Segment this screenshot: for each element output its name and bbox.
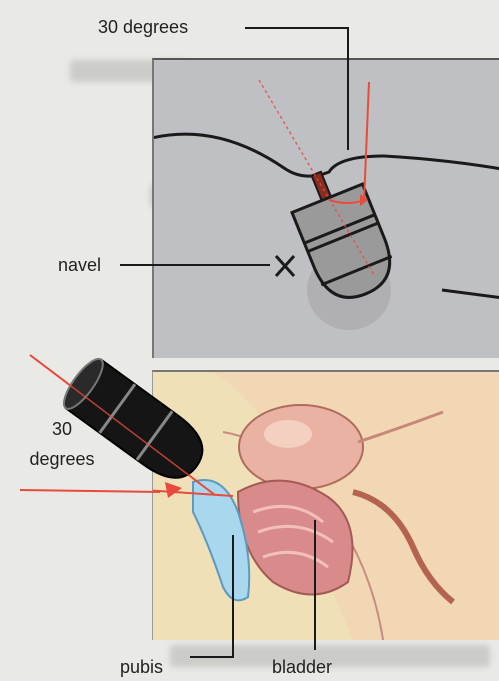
bladder-label: bladder [272, 656, 332, 678]
pubis-leader-line [190, 535, 233, 657]
angle-arrow-icon [165, 482, 182, 498]
angle-bottom-label-line1: 30 [40, 418, 84, 440]
angle-top-label: 30 degrees [98, 16, 188, 38]
horizontal-reference-line [20, 490, 160, 492]
angle-bottom-label-line2: degrees [10, 448, 114, 470]
angle-top-leader-line [245, 28, 348, 150]
pubis-label: pubis [120, 656, 163, 678]
navel-label: navel [58, 254, 101, 276]
